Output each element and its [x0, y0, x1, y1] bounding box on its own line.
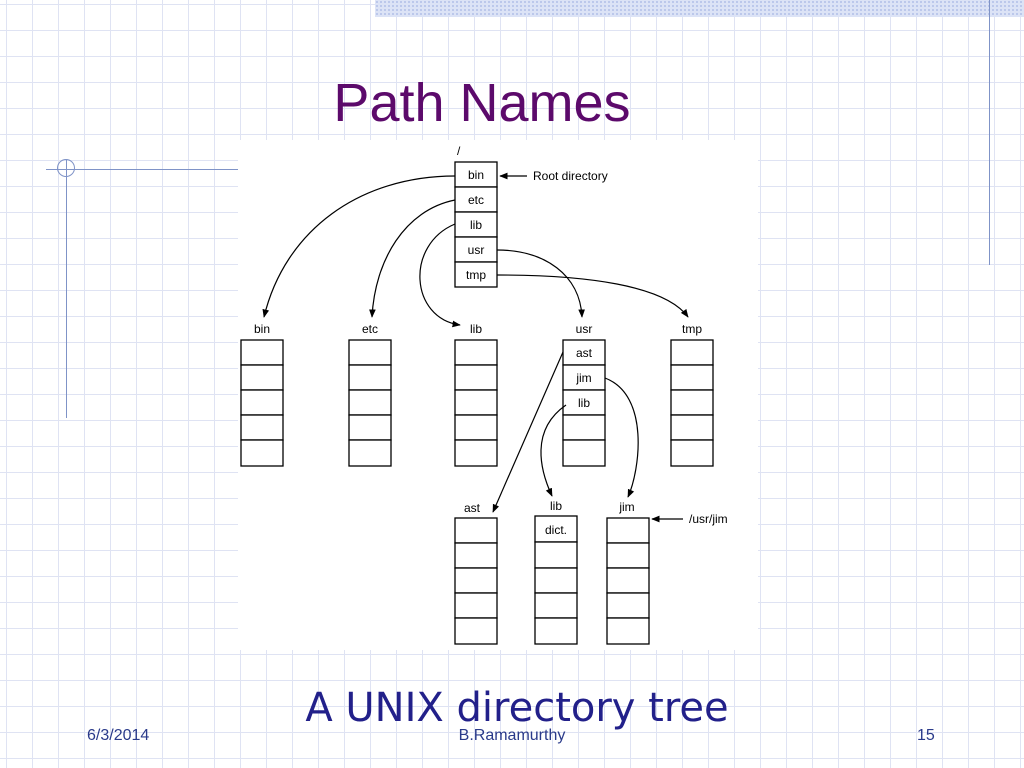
- root-annotation: Root directory: [533, 169, 608, 183]
- dir-entry-cell: [240, 439, 284, 467]
- dir-entry-cell: [454, 339, 498, 366]
- dir-entry-cell: [606, 542, 650, 569]
- slide-title: Path Names: [333, 73, 631, 133]
- dir-entry-cell: [562, 389, 606, 416]
- dir-entry-cell: [454, 439, 498, 467]
- edge-root-to-usr: [496, 249, 585, 318]
- dir-entry-cell: [562, 339, 606, 366]
- root-entry-bin: bin: [468, 168, 484, 182]
- dir-entry-cell: [348, 364, 392, 391]
- dir-entry-cell: [606, 517, 650, 544]
- slide-caption: A UNIX directory tree: [305, 685, 729, 731]
- dir-entry-cell: [454, 592, 498, 619]
- directory-bin-box: [240, 339, 284, 467]
- dir-entry-cell: [240, 389, 284, 416]
- dir-entry-cell: [562, 414, 606, 441]
- directory-etc-box: [348, 339, 392, 467]
- directory-lib-box: [454, 339, 498, 467]
- decorative-vertical-line-left: [66, 160, 67, 418]
- decorative-horizontal-line: [46, 169, 241, 170]
- dir-entry-cell: [348, 414, 392, 441]
- dir-entry-cell: [454, 567, 498, 594]
- dir-entry-cell: [240, 414, 284, 441]
- dir-label-ast: ast: [464, 501, 481, 515]
- dir-entry-cell: [534, 567, 578, 594]
- dir-label-tmp: tmp: [682, 322, 702, 336]
- top-decorative-band: [375, 0, 1024, 17]
- root-entry-etc: etc: [468, 193, 484, 207]
- directory-tmp-box: [670, 339, 714, 467]
- edge-root-to-tmp: [496, 274, 689, 318]
- edge-root-to-etc: [369, 199, 456, 318]
- decorative-circle-icon: [57, 159, 75, 177]
- root-entry-lib: lib: [470, 218, 482, 232]
- root-entry-tmp: tmp: [466, 268, 486, 282]
- usr-entry-jim: jim: [575, 371, 591, 385]
- edge-root-to-bin: [262, 175, 456, 318]
- dir-entry-cell: [454, 389, 498, 416]
- dir-entry-cell: [670, 439, 714, 467]
- dir-entry-cell: [606, 567, 650, 594]
- usr-entry-lib: lib: [578, 396, 590, 410]
- edge-root-to-lib: [419, 223, 461, 328]
- footer-author: B.Ramamurthy: [458, 727, 566, 744]
- dir-entry-cell: [240, 364, 284, 391]
- dir-entry-cell: [454, 542, 498, 569]
- directory-jim-box: [606, 517, 650, 645]
- dir-entry-cell: [534, 592, 578, 619]
- dir-entry-cell: [606, 617, 650, 645]
- decorative-vertical-line-right: [989, 0, 990, 265]
- dir-entry-cell: [240, 339, 284, 366]
- dir-entry-cell: [348, 439, 392, 467]
- dir-entry-cell: [606, 592, 650, 619]
- root-directory-box: bin etc lib usr tmp: [454, 161, 498, 288]
- dir-label-lib: lib: [470, 322, 482, 336]
- root-entry-cell: [454, 161, 498, 188]
- footer-page-number: 15: [917, 727, 935, 744]
- dir-entry-cell: [454, 414, 498, 441]
- lib-entry-dict: dict.: [545, 523, 567, 537]
- dir-entry-cell: [454, 517, 498, 544]
- usr-entry-ast: ast: [576, 346, 593, 360]
- dir-label-jim: jim: [618, 500, 634, 514]
- dir-entry-cell: [534, 515, 578, 543]
- dir-entry-cell: [670, 364, 714, 391]
- dir-entry-cell: [562, 364, 606, 391]
- directory-usr-lib-box: dict.: [534, 515, 578, 645]
- jim-annotation: /usr/jim: [689, 512, 728, 526]
- root-entry-usr: usr: [468, 243, 485, 257]
- dir-entry-cell: [534, 617, 578, 645]
- dir-entry-cell: [348, 339, 392, 366]
- edge-usr-to-ast: [492, 351, 564, 513]
- root-label: /: [457, 144, 461, 158]
- dir-entry-cell: [670, 389, 714, 416]
- dir-entry-cell: [454, 617, 498, 645]
- directory-usr-box: ast jim lib: [562, 339, 606, 467]
- dir-entry-cell: [348, 389, 392, 416]
- dir-label-bin: bin: [254, 322, 270, 336]
- dir-entry-cell: [534, 541, 578, 569]
- dir-label-etc: etc: [362, 322, 378, 336]
- footer-date: 6/3/2014: [87, 727, 150, 744]
- dir-label-usr: usr: [576, 322, 593, 336]
- dir-entry-cell: [670, 339, 714, 366]
- edge-usr-to-jim: [604, 377, 639, 498]
- directory-ast-box: [454, 517, 498, 645]
- dir-entry-cell: [454, 364, 498, 391]
- edge-usr-to-lib: [540, 404, 567, 497]
- dir-label-usr-lib: lib: [550, 499, 562, 513]
- dir-entry-cell: [670, 414, 714, 441]
- dir-entry-cell: [562, 439, 606, 467]
